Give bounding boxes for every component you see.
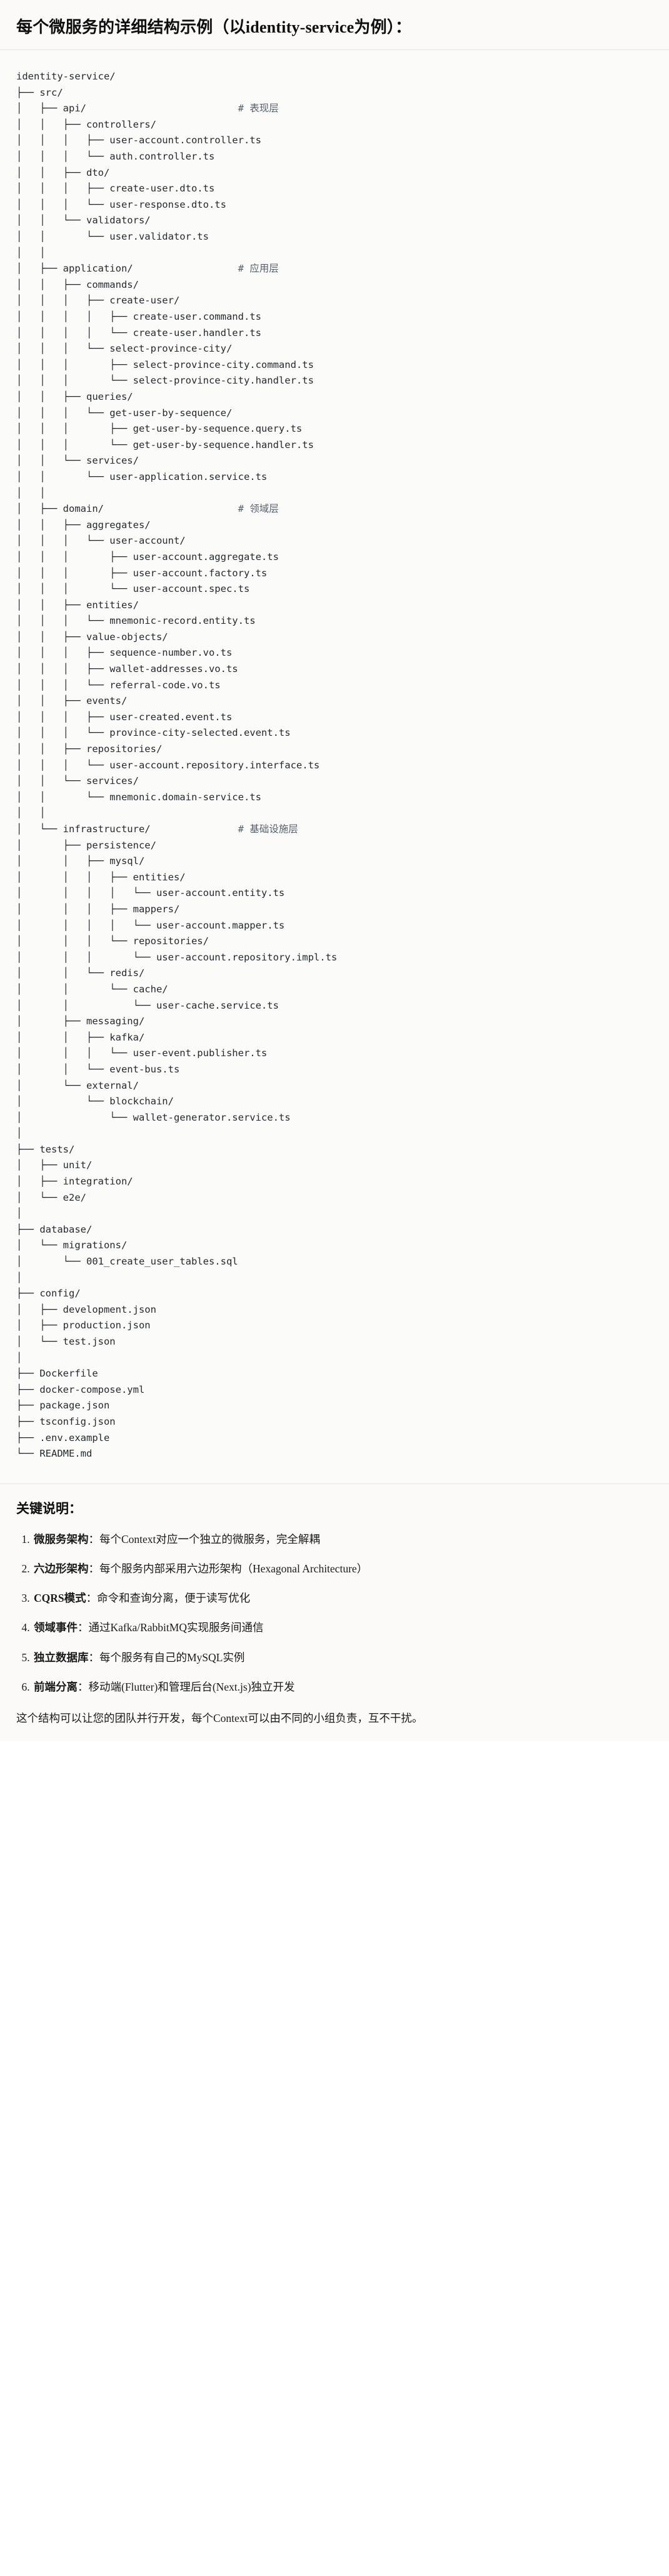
note-term: 微服务架构 (34, 1533, 89, 1546)
note-desc: ：每个服务内部采用六边形架构（Hexagonal Architecture） (88, 1562, 368, 1576)
note-desc: ：每个服务有自己的MySQL实例 (88, 1651, 245, 1664)
key-notes-section: 关键说明： 微服务架构：每个Context对应一个独立的微服务，完全解耦 六边形… (0, 1484, 669, 1741)
directory-tree: identity-service/ ├── src/ │ ├── api/ # … (16, 71, 338, 1460)
list-item: 微服务架构：每个Context对应一个独立的微服务，完全解耦 (33, 1531, 653, 1548)
heading-section: 每个微服务的详细结构示例（以identity-service为例）： (0, 0, 669, 50)
page-container: 每个微服务的详细结构示例（以identity-service为例）： ident… (0, 0, 669, 1741)
list-item: 前端分离：移动端(Flutter)和管理后台(Next.js)独立开发 (33, 1679, 653, 1696)
key-notes-list: 微服务架构：每个Context对应一个独立的微服务，完全解耦 六边形架构：每个服… (16, 1531, 653, 1696)
note-desc: ：移动端(Flutter)和管理后台(Next.js)独立开发 (78, 1680, 295, 1693)
note-term: 领域事件 (34, 1621, 78, 1634)
layer-comment: # 应用层 (238, 263, 279, 275)
note-desc: ：通过Kafka/RabbitMQ实现服务间通信 (78, 1621, 264, 1634)
note-term: 前端分离 (34, 1680, 78, 1693)
key-notes-title: 关键说明： (16, 1500, 82, 1516)
layer-comment: # 表现层 (238, 103, 279, 115)
note-desc: ：每个Context对应一个独立的微服务，完全解耦 (88, 1533, 320, 1546)
list-item: 独立数据库：每个服务有自己的MySQL实例 (33, 1649, 653, 1666)
divider-top (0, 49, 669, 51)
note-desc: ：命令和查询分离，便于读写优化 (86, 1592, 251, 1605)
layer-comment: # 基础设施层 (238, 823, 298, 835)
page-title: 每个微服务的详细结构示例（以identity-service为例）： (16, 18, 412, 36)
list-item: 领域事件：通过Kafka/RabbitMQ实现服务间通信 (33, 1619, 653, 1636)
list-item: 六边形架构：每个服务内部采用六边形架构（Hexagonal Architectu… (33, 1560, 653, 1577)
note-term: 六边形架构 (34, 1562, 89, 1576)
layer-comment: # 领域层 (238, 503, 279, 515)
code-block: identity-service/ ├── src/ │ ├── api/ # … (0, 50, 669, 1484)
closing-paragraph: 这个结构可以让您的团队并行开发，每个Context可以由不同的小组负责，互不干扰… (16, 1711, 423, 1724)
list-item: CQRS模式：命令和查询分离，便于读写优化 (33, 1590, 653, 1607)
note-term: CQRS模式 (34, 1592, 86, 1605)
note-term: 独立数据库 (34, 1651, 89, 1664)
